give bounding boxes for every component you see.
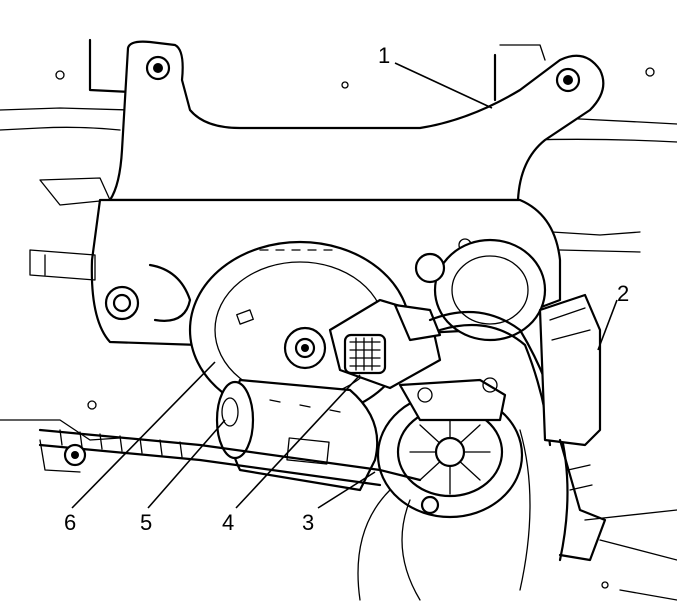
callout-5: 5 xyxy=(140,510,152,535)
leader-6 xyxy=(71,361,216,509)
leader-2 xyxy=(597,299,618,351)
leader-lines xyxy=(71,62,618,509)
callout-6: 6 xyxy=(64,510,76,535)
upper-bracket xyxy=(108,40,605,202)
callout-1: 1 xyxy=(378,43,390,68)
leader-1 xyxy=(394,62,493,109)
control-module xyxy=(538,293,607,562)
callout-2: 2 xyxy=(617,281,629,306)
callout-3: 3 xyxy=(302,510,314,535)
blower-fan xyxy=(376,377,524,519)
leader-4 xyxy=(235,374,361,509)
right-drum xyxy=(414,238,547,342)
leader-3 xyxy=(317,471,376,509)
lower-rack xyxy=(38,428,422,487)
leader-5 xyxy=(147,419,226,509)
electrical-connector xyxy=(328,298,442,390)
callout-labels: 1 2 3 4 5 6 xyxy=(64,43,629,535)
callout-4: 4 xyxy=(222,510,234,535)
